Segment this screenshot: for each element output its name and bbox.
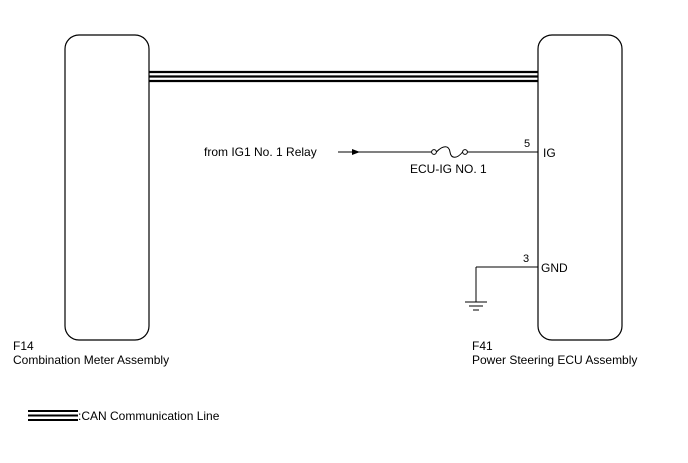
pin-ig-name: IG: [543, 146, 556, 160]
combination-meter-code: F14: [13, 339, 34, 353]
source-label: from IG1 No. 1 Relay: [204, 145, 317, 159]
arrow-right-icon: [352, 149, 360, 155]
combination-meter-name: Combination Meter Assembly: [13, 353, 170, 367]
pin-gnd-number: 3: [523, 253, 530, 265]
fuse-label: ECU-IG NO. 1: [410, 162, 487, 176]
power-steering-ecu-name: Power Steering ECU Assembly: [472, 353, 638, 367]
power-steering-ecu-box: [537, 34, 623, 341]
pin-ig-number: 5: [524, 138, 531, 150]
fuse-terminal-right: [462, 149, 468, 155]
legend-label: :CAN Communication Line: [78, 409, 220, 423]
fuse-terminal-left: [431, 149, 437, 155]
legend-can-line-icon: [28, 410, 78, 421]
pin-gnd-name: GND: [541, 261, 568, 275]
combination-meter-box: [64, 34, 150, 341]
fuse-icon: [436, 146, 463, 158]
power-steering-ecu-code: F41: [472, 339, 493, 353]
gnd-circuit: [465, 266, 538, 311]
ig-circuit: [338, 146, 538, 158]
can-communication-line: [149, 70, 538, 83]
